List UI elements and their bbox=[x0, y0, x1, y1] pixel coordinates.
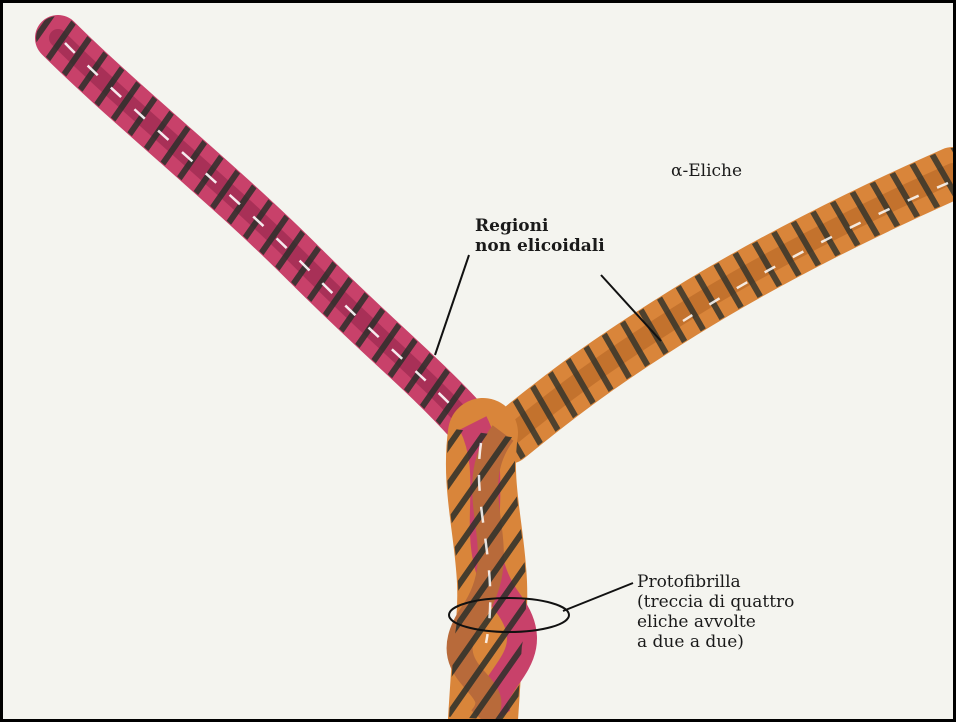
non-helical-line-2: non elicoidali bbox=[475, 236, 605, 256]
left-helix-strand bbox=[58, 38, 503, 443]
protofibril-line-4: a due a due) bbox=[637, 632, 794, 652]
protofibril-line-1: Protofibrilla bbox=[637, 572, 794, 592]
protofibril-braid bbox=[460, 423, 522, 719]
non-helical-regions-label: Regioni non elicoidali bbox=[475, 216, 605, 256]
protofibril-label: Protofibrilla (treccia di quattro eliche… bbox=[637, 572, 794, 652]
protofibril-line-2: (treccia di quattro bbox=[637, 592, 794, 612]
alpha-helices-label: α-Eliche bbox=[671, 161, 742, 181]
leader-regioni-left bbox=[435, 255, 469, 355]
alpha-helices-text: α-Eliche bbox=[671, 161, 742, 181]
leader-protofibrilla bbox=[563, 583, 633, 611]
protofibril-line-3: eliche avvolte bbox=[637, 612, 794, 632]
protofibril-diagram bbox=[3, 3, 953, 719]
non-helical-line-1: Regioni bbox=[475, 216, 605, 236]
right-helix-strand bbox=[508, 173, 953, 438]
